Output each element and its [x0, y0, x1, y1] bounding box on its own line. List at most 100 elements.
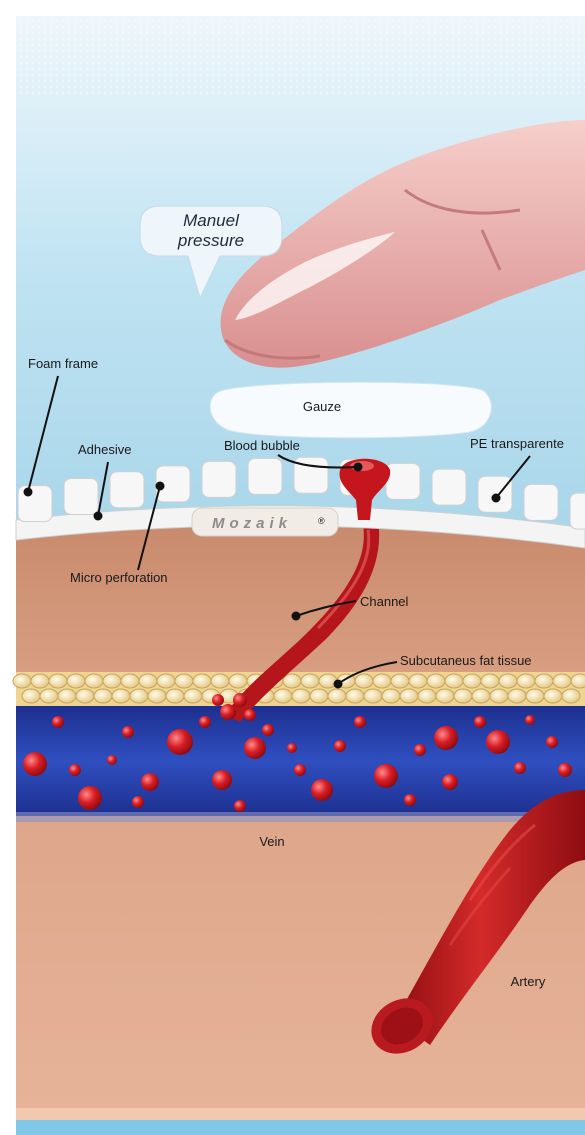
artery-label: Artery	[511, 974, 546, 989]
fat-cell	[328, 689, 346, 703]
blood-cell	[78, 786, 102, 810]
fat-cell	[229, 674, 247, 688]
blood-cell	[311, 779, 333, 801]
blood-cell	[199, 716, 211, 728]
blood-cell	[474, 716, 486, 728]
fat-cell	[40, 689, 58, 703]
brand-pill: Mozaik ®	[192, 508, 338, 536]
fat-cell	[445, 674, 463, 688]
fat-cell	[355, 674, 373, 688]
fat-cell	[499, 674, 517, 688]
fat-cell	[571, 674, 585, 688]
blood-cell	[122, 726, 134, 738]
fat-cell	[463, 674, 481, 688]
blood-cell	[107, 755, 117, 765]
blood-cell	[69, 764, 81, 776]
fat-cell	[121, 674, 139, 688]
foam-tooth	[432, 469, 466, 505]
fat-cell	[535, 674, 553, 688]
fat-cell	[481, 674, 499, 688]
vein-wall	[16, 812, 585, 822]
blood-cell	[442, 774, 458, 790]
blood-cell	[167, 729, 193, 755]
blood-cell	[546, 736, 558, 748]
fat-cell	[193, 674, 211, 688]
callout-line-1: Manuel	[183, 211, 240, 230]
fat-cell	[454, 689, 472, 703]
fat-cell	[400, 689, 418, 703]
fat-cell	[544, 689, 562, 703]
fat-cell	[13, 674, 31, 688]
fat-cell	[553, 674, 571, 688]
fat-cell	[517, 674, 535, 688]
fat-cell	[31, 674, 49, 688]
blood-cell	[234, 800, 246, 812]
fat-cell	[166, 689, 184, 703]
fat-cell	[94, 689, 112, 703]
blood-cell	[558, 763, 572, 777]
fat-cell	[346, 689, 364, 703]
fat-cell	[301, 674, 319, 688]
foam-tooth	[248, 458, 282, 494]
sky-texture	[16, 16, 585, 96]
fat-cell	[112, 689, 130, 703]
foam-frame-label: Foam frame	[28, 356, 98, 371]
foam-tooth	[386, 463, 420, 499]
channel-label: Channel	[360, 594, 409, 609]
blood-cell	[434, 726, 458, 750]
fat-cell	[157, 674, 175, 688]
fat-cell	[490, 689, 508, 703]
foam-tooth	[570, 493, 585, 529]
fat-cell	[67, 674, 85, 688]
fat-cell	[130, 689, 148, 703]
blood-cell	[132, 796, 144, 808]
fat-cell	[562, 689, 580, 703]
fat-cell	[85, 674, 103, 688]
pe-transparent-label: PE transparente	[470, 436, 564, 451]
fat-cell	[409, 674, 427, 688]
fat-cell	[58, 689, 76, 703]
fat-cell	[175, 674, 193, 688]
blood-cell	[212, 770, 232, 790]
blood-cell	[486, 730, 510, 754]
vein-label: Vein	[259, 834, 284, 849]
fat-cell	[211, 674, 229, 688]
blood-cell	[354, 716, 366, 728]
fat-cell	[103, 674, 121, 688]
blood-cell	[404, 794, 416, 806]
micro-perforation-label: Micro perforation	[70, 570, 168, 585]
fat-cell	[526, 689, 544, 703]
adhesive-label: Adhesive	[78, 442, 131, 457]
fat-cell	[148, 689, 166, 703]
foam-tooth	[524, 484, 558, 520]
fat-cell	[184, 689, 202, 703]
foam-tooth	[110, 472, 144, 508]
blood-cell	[52, 716, 64, 728]
fat-cell	[373, 674, 391, 688]
blood-cell	[23, 752, 47, 776]
fat-cell	[310, 689, 328, 703]
foam-tooth	[202, 461, 236, 497]
fat-cell	[76, 689, 94, 703]
blood-cell	[334, 740, 346, 752]
fat-cell	[427, 674, 445, 688]
fat-cell	[508, 689, 526, 703]
fat-cell	[49, 674, 67, 688]
fat-cell	[274, 689, 292, 703]
fat-cell	[292, 689, 310, 703]
blood-cell	[244, 737, 266, 759]
fat-cell	[283, 674, 301, 688]
callout-line-2: pressure	[177, 231, 244, 250]
blood-cell	[262, 724, 274, 736]
fat-cell	[382, 689, 400, 703]
fat-cell	[364, 689, 382, 703]
fat-cell	[391, 674, 409, 688]
blood-cell	[374, 764, 398, 788]
fat-cell	[418, 689, 436, 703]
blood-cell	[414, 744, 426, 756]
gauze-label: Gauze	[303, 399, 341, 414]
blood-cell	[525, 715, 535, 725]
brand-name: Mozaik	[212, 515, 292, 532]
